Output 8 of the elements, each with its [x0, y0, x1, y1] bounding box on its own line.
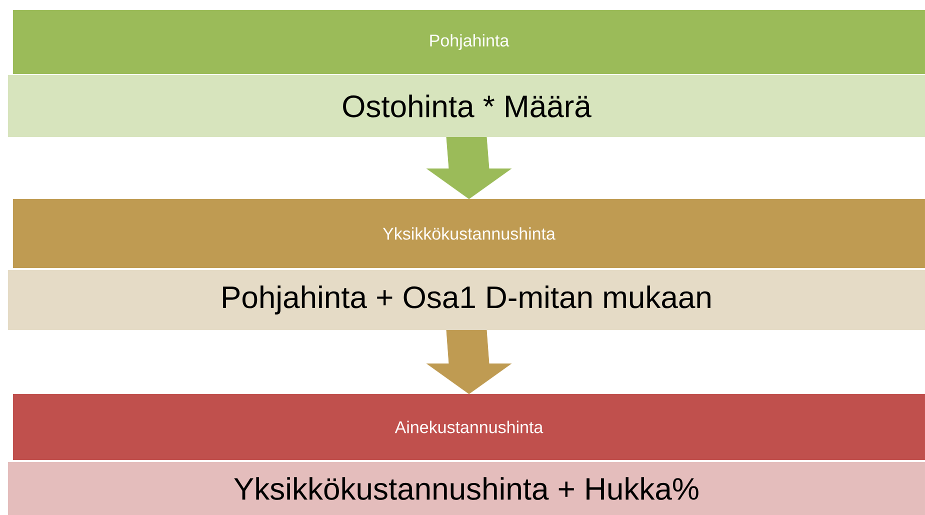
formula-band: Pohjahinta + Osa1 D-mitan mukaan: [8, 270, 925, 330]
block-arrow: [426, 330, 512, 394]
stage-header: Yksikkökustannushinta: [13, 199, 925, 268]
formula-band: Ostohinta * Määrä: [8, 75, 925, 137]
formula-band: Yksikkökustannushinta + Hukka%: [8, 462, 925, 515]
block-arrow: [426, 136, 512, 200]
stage-header: Pohjahinta: [13, 10, 925, 74]
stage-header: Ainekustannushinta: [13, 394, 925, 460]
